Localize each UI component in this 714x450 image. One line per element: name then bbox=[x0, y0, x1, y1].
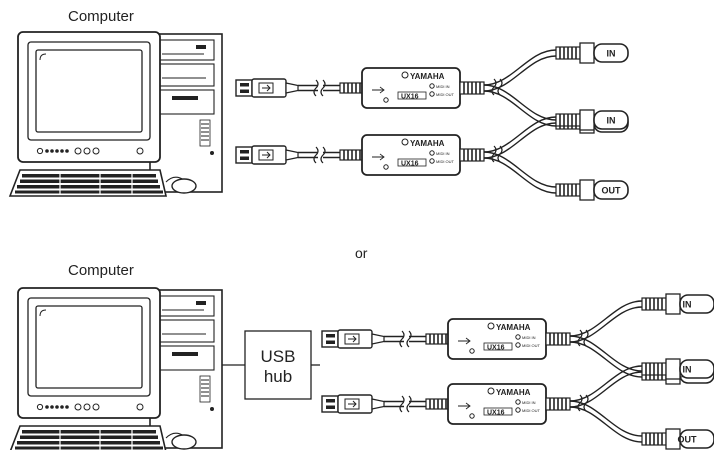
usb-hub-label-line1: USB bbox=[260, 347, 296, 366]
computer-label-bottom: Computer bbox=[68, 262, 134, 279]
midi-out-label: OUT bbox=[602, 186, 622, 196]
interface-model: UX16 bbox=[487, 410, 505, 417]
midi-in-label: IN bbox=[683, 365, 692, 375]
usb-plug-icon bbox=[321, 358, 714, 450]
interface-brand: YAMAHA bbox=[410, 139, 445, 148]
midi-in-label: IN bbox=[683, 300, 692, 310]
led-in-label: MIDI IN bbox=[522, 400, 536, 405]
interface-brand: YAMAHA bbox=[410, 72, 445, 81]
led-in-label: MIDI IN bbox=[436, 84, 450, 89]
computer-tower-icon bbox=[9, 287, 223, 450]
interface-model: UX16 bbox=[401, 161, 419, 168]
computer-label-top: Computer bbox=[68, 8, 134, 25]
led-out-label: MIDI OUT bbox=[522, 343, 541, 348]
interface-model: UX16 bbox=[401, 94, 419, 101]
usb-midi-cable-top-2: YAMAHA UX16 MIDI IN MIDI OUT IN OUT bbox=[235, 109, 629, 201]
computer-tower-icon bbox=[9, 31, 223, 197]
led-in-label: MIDI IN bbox=[522, 335, 536, 340]
interface-model: UX16 bbox=[487, 345, 505, 352]
usb-hub-label: USB hub bbox=[248, 347, 308, 387]
interface-brand: YAMAHA bbox=[496, 323, 531, 332]
led-in-label: MIDI IN bbox=[436, 151, 450, 156]
midi-out-label: OUT bbox=[678, 435, 698, 445]
usb-midi-cable-bottom-2: YAMAHA UX16 MIDI IN MIDI OUT IN OUT bbox=[321, 358, 714, 450]
usb-plug-icon bbox=[235, 109, 629, 201]
led-out-label: MIDI OUT bbox=[436, 159, 455, 164]
led-out-label: MIDI OUT bbox=[436, 92, 455, 97]
usb-hub-label-line2: hub bbox=[263, 367, 293, 386]
midi-in-label: IN bbox=[607, 49, 616, 59]
midi-in-label: IN bbox=[607, 116, 616, 126]
or-label: or bbox=[355, 245, 368, 261]
usb-hub-box bbox=[244, 330, 312, 400]
interface-brand: YAMAHA bbox=[496, 388, 531, 397]
led-out-label: MIDI OUT bbox=[522, 408, 541, 413]
computer-top bbox=[9, 31, 223, 197]
computer-bottom bbox=[9, 287, 223, 450]
